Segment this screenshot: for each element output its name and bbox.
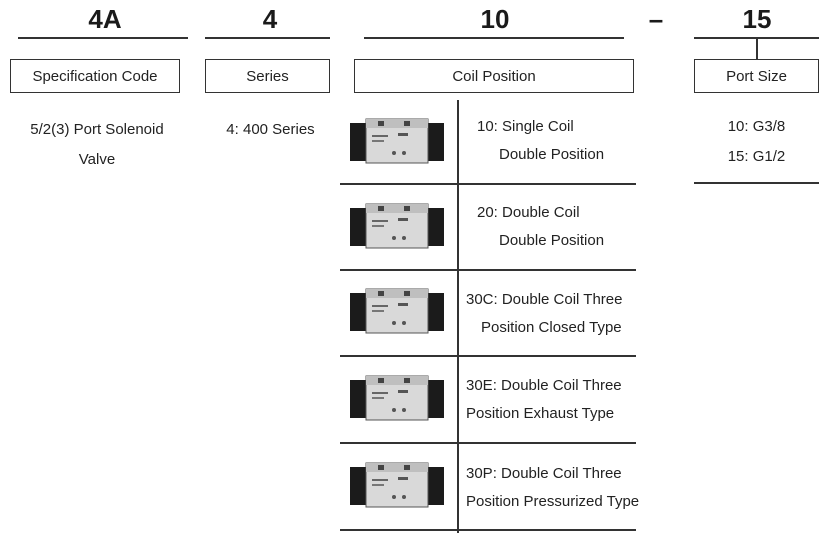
coil-position-label: Coil Position <box>354 59 634 93</box>
coil-row-separator <box>340 355 636 357</box>
coil-option-30c: 30C: Double Coil Three Position Closed T… <box>466 286 666 342</box>
coil-option-line1: 10: Single Coil <box>477 118 574 135</box>
series-description: 4: 400 Series <box>226 121 315 138</box>
coil-option-line1: 30E: Double Coil Three <box>466 377 622 394</box>
spec-code-label: Specification Code <box>10 59 180 93</box>
port-size-label: Port Size <box>694 59 819 93</box>
coil-option-30e: 30E: Double Coil Three Position Exhaust … <box>466 372 666 428</box>
port-size-bottom-rule <box>694 182 819 184</box>
solenoid-valve-image <box>350 118 444 164</box>
solenoid-valve-image <box>350 288 444 334</box>
spec-description-line1: 5/2(3) Port Solenoid <box>30 121 164 138</box>
port-size-item: 15: G1/2 <box>727 148 786 165</box>
coil-option-line2: Position Closed Type <box>481 319 622 336</box>
coil-row-separator <box>340 442 636 444</box>
spec-description: 5/2(3) Port Solenoid Valve <box>12 115 182 175</box>
port-size-label-text: Port Size <box>726 67 787 85</box>
series-label-text: Series <box>246 67 289 85</box>
dash-separator: – <box>648 4 664 34</box>
coil-option-line1: 20: Double Coil <box>477 204 580 221</box>
spec-code-label-text: Specification Code <box>32 67 158 85</box>
series-code-rule <box>205 37 330 39</box>
coil-option-30p: 30P: Double Coil Three Position Pressuri… <box>466 460 676 516</box>
series-label: Series <box>205 59 330 93</box>
coil-option-line2: Double Position <box>499 146 605 163</box>
port-size-list: 10: G3/8 15: G1/2 <box>694 112 819 172</box>
spec-code-value: 4A <box>88 4 122 34</box>
coil-option-line2: Position Pressurized Type <box>466 493 640 510</box>
coil-code-rule <box>364 37 624 39</box>
coil-option-line2: Double Position <box>499 232 605 249</box>
coil-option-line1: 30C: Double Coil Three <box>466 291 623 308</box>
coil-option-10: 10: Single Coil Double Position <box>477 113 672 169</box>
coil-option-20: 20: Double Coil Double Position <box>477 199 672 255</box>
coil-row-separator <box>340 183 636 185</box>
coil-row-separator <box>340 529 636 531</box>
port-size-item: 10: G3/8 <box>727 118 786 135</box>
solenoid-valve-image <box>350 203 444 249</box>
coil-position-label-text: Coil Position <box>452 67 536 85</box>
series-code-value: 4 <box>262 4 278 34</box>
coil-row-separator <box>340 269 636 271</box>
coil-option-line2: Position Exhaust Type <box>466 405 615 422</box>
coil-code-value: 10 <box>480 4 510 34</box>
port-connector-line <box>756 37 758 59</box>
port-code-value: 15 <box>742 4 772 34</box>
coil-table-divider <box>457 100 459 533</box>
solenoid-valve-image <box>350 462 444 508</box>
coil-option-line1: 30P: Double Coil Three <box>466 465 622 482</box>
spec-description-line2: Valve <box>78 151 116 168</box>
solenoid-valve-image <box>350 375 444 421</box>
spec-code-rule <box>18 37 188 39</box>
